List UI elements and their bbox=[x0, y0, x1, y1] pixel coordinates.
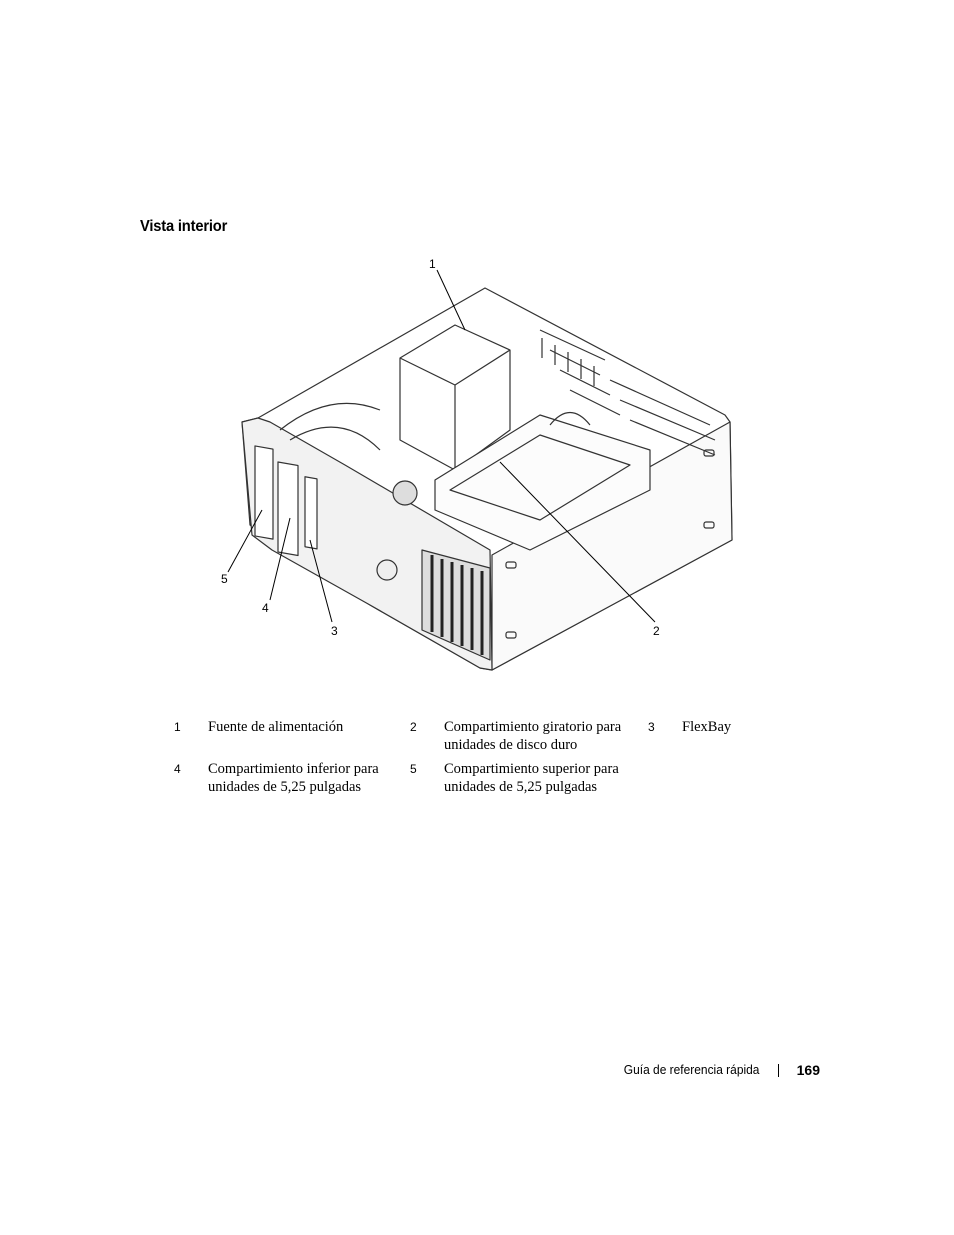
side-vent bbox=[703, 521, 715, 529]
lower-drive-bay bbox=[277, 461, 299, 557]
callout-4: 4 bbox=[262, 601, 269, 615]
legend-item bbox=[648, 760, 768, 796]
legend-text: Compartimiento giratorio para unidades d… bbox=[444, 719, 622, 753]
computer-interior-illustration: 1 2 3 4 5 bbox=[210, 250, 750, 680]
legend-item: 1 Fuente de alimentación bbox=[174, 718, 410, 754]
fan-icon bbox=[392, 480, 418, 506]
legend-item: 3 FlexBay bbox=[648, 718, 768, 754]
side-vent bbox=[505, 561, 517, 569]
power-button bbox=[376, 559, 398, 581]
page-number: 169 bbox=[796, 1062, 820, 1078]
hard-drive-carrier bbox=[434, 414, 651, 551]
side-vent bbox=[703, 449, 715, 457]
legend-text: Compartimiento superior para unidades de… bbox=[444, 761, 619, 795]
legend-row: 4 Compartimiento inferior para unidades … bbox=[174, 760, 774, 796]
section-heading: Vista interior bbox=[140, 218, 228, 235]
legend-number: 3 bbox=[648, 720, 655, 734]
legend-row: 1 Fuente de alimentación 2 Compartimient… bbox=[174, 718, 774, 754]
legend-text: FlexBay bbox=[682, 719, 732, 735]
legend-item: 2 Compartimiento giratorio para unidades… bbox=[410, 718, 648, 754]
footer-divider bbox=[778, 1064, 779, 1077]
expansion-slots bbox=[539, 329, 621, 416]
side-panel bbox=[491, 421, 733, 671]
legend-number: 2 bbox=[410, 720, 417, 734]
flexbay bbox=[304, 476, 318, 550]
callout-5: 5 bbox=[221, 572, 228, 586]
side-vent bbox=[505, 631, 517, 639]
legend-text: Fuente de alimentación bbox=[208, 719, 344, 735]
page-footer: Guía de referencia rápida 169 bbox=[0, 1062, 820, 1082]
legend-text: Compartimiento inferior para unidades de… bbox=[208, 761, 379, 795]
figure-legend: 1 Fuente de alimentación 2 Compartimient… bbox=[174, 718, 774, 802]
footer-title: Guía de referencia rápida bbox=[623, 1062, 759, 1077]
callout-3: 3 bbox=[331, 624, 338, 638]
upper-drive-bay bbox=[254, 445, 274, 540]
callout-2: 2 bbox=[653, 624, 660, 638]
legend-number bbox=[648, 760, 682, 796]
legend-item: 4 Compartimiento inferior para unidades … bbox=[174, 760, 410, 796]
legend-number: 5 bbox=[410, 762, 417, 776]
legend-number: 1 bbox=[174, 720, 181, 734]
front-grill bbox=[421, 549, 491, 661]
legend-number: 4 bbox=[174, 762, 181, 776]
callout-1: 1 bbox=[429, 257, 436, 271]
computer-interior-drawing: 1 2 3 4 5 bbox=[221, 257, 733, 671]
legend-item: 5 Compartimiento superior para unidades … bbox=[410, 760, 648, 796]
